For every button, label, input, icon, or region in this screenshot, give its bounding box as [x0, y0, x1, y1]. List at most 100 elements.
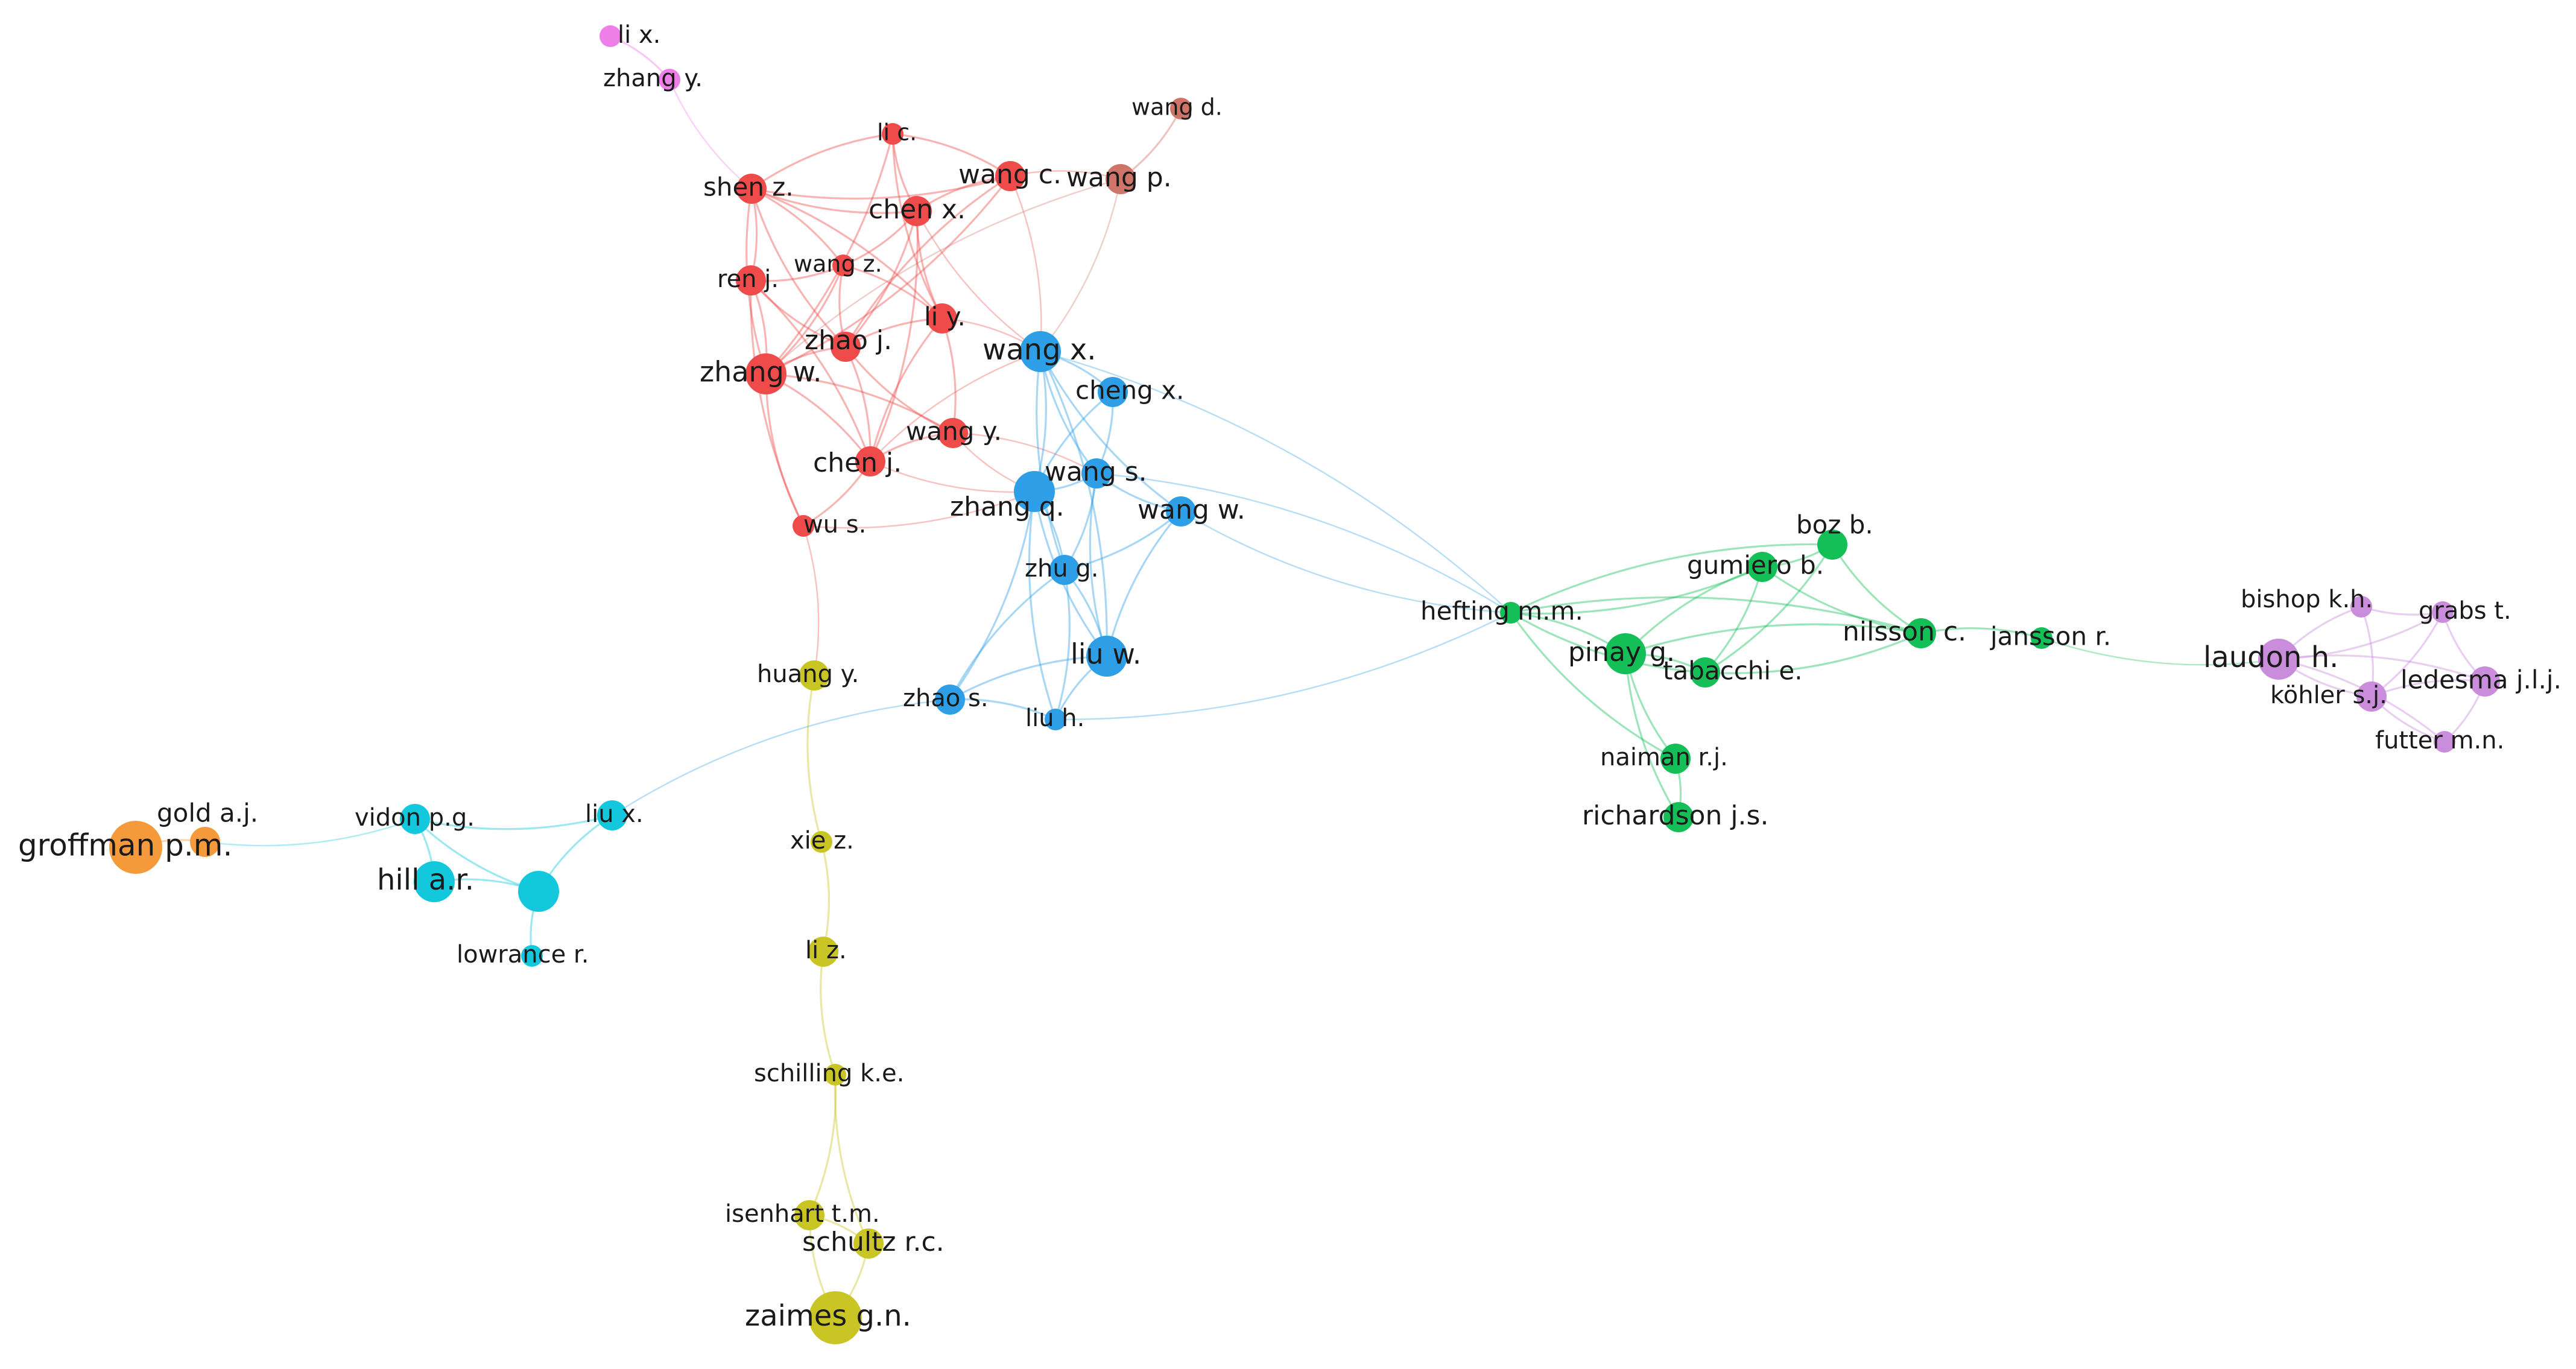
node-label-zaimes-gn: zaimes g.n. [745, 1299, 911, 1333]
node-zhao-j[interactable] [831, 332, 861, 362]
edge-boz_b-tabacchi_e [1704, 543, 1834, 674]
node-label-li-x-pink: li x. [618, 21, 660, 49]
node-li-x-pink[interactable] [600, 25, 621, 47]
node-wang-x[interactable] [1020, 331, 1061, 372]
edge-li_y-wang_y [941, 317, 957, 434]
node-richardson-js[interactable] [1663, 802, 1694, 832]
edge-chen_j-zhang_q [869, 460, 1036, 493]
node-chen-x[interactable] [902, 196, 932, 226]
node-label-xie-z: xie z. [790, 827, 854, 855]
node-lowrance-r[interactable] [521, 945, 543, 967]
node-wu-s[interactable] [793, 515, 814, 537]
node-schultz-rc[interactable] [853, 1228, 884, 1259]
node-label-isenhart-tm: isenhart t.m. [725, 1200, 880, 1228]
edge-liu_h-hefting_mm [1054, 612, 1512, 721]
node-label-jansson-r: jansson r. [1990, 622, 2111, 651]
node-zhang-w[interactable] [745, 353, 786, 394]
node-wang-s[interactable] [1081, 458, 1112, 488]
node-li-z[interactable] [808, 937, 838, 967]
node-boz-b[interactable] [1817, 530, 1847, 560]
edge-shen_z-wang_c [750, 175, 1011, 200]
node-label-lowrance-r: lowrance r. [457, 941, 589, 969]
node-liu-x[interactable] [597, 800, 627, 830]
node-zhang-q[interactable] [1014, 471, 1055, 512]
node-label-boz-b: boz b. [1796, 510, 1873, 540]
node-xie-z[interactable] [811, 831, 832, 853]
node-tabacchi-e[interactable] [1690, 657, 1720, 688]
node-wang-p[interactable] [1106, 164, 1136, 194]
node-shen-z[interactable] [736, 174, 767, 204]
edge-wang_y-wang_s [952, 432, 1098, 475]
node-label-pinay-g: pinay g. [1568, 637, 1675, 668]
node-kohler-sj[interactable] [2356, 681, 2387, 712]
node-label-wang-w: wang w. [1138, 495, 1245, 525]
node-nilsson-c[interactable] [1906, 618, 1936, 648]
edge-schilling_ke-schultz_rc [834, 1073, 870, 1245]
node-wang-c[interactable] [995, 161, 1025, 191]
node-wang-d[interactable] [1170, 98, 1192, 119]
edge-wang_p-zhang_w [765, 178, 1122, 375]
node-li-c[interactable] [882, 123, 903, 145]
node-vidon-pg[interactable] [400, 804, 430, 834]
edge-wang_c-wang_x [1009, 175, 1042, 353]
node-ledesma-jlj[interactable] [2470, 666, 2500, 697]
node-label-laudon-h: laudon h. [2203, 640, 2338, 674]
node-schilling-ke[interactable] [824, 1064, 846, 1086]
node-liu-h[interactable] [1045, 709, 1066, 730]
node-jansson-r[interactable] [2031, 627, 2052, 649]
edge-zhang_y-shen_z [668, 78, 753, 190]
node-cheng-x[interactable] [1098, 377, 1128, 407]
node-label-huang-y: huang y. [757, 660, 859, 688]
edge-xie_z-li_z [820, 841, 831, 953]
node-zhao-s[interactable] [935, 684, 965, 715]
edge-ren_j-chen_j [750, 279, 872, 463]
node-hill-ar[interactable] [414, 861, 455, 902]
node-gold-aj[interactable] [190, 827, 220, 857]
node-futter-mn[interactable] [2434, 731, 2455, 753]
edge-laudon_h-ledesma_jlj [2277, 654, 2486, 683]
node-grabs-t[interactable] [2432, 601, 2454, 623]
node-li-y[interactable] [927, 303, 957, 334]
node-bishop-kh[interactable] [2350, 596, 2372, 618]
node-laudon-h[interactable] [2258, 639, 2299, 680]
node-label-zhu-g: zhu g. [1025, 555, 1099, 583]
edge-hefting_mm-gumiero_b [1510, 566, 1764, 615]
node-label-bishop-kh: bishop k.h. [2241, 586, 2373, 613]
node-ren-j[interactable] [736, 265, 766, 296]
node-label-schultz-rc: schultz r.c. [802, 1227, 945, 1257]
node-wang-y[interactable] [938, 418, 968, 448]
edge-wang_w-liu_w [1106, 510, 1182, 657]
edge-zhang_w-wu_s [765, 373, 805, 527]
node-hefting-mm[interactable] [1500, 602, 1522, 624]
edge-zhu_g-zhao_s [949, 569, 1066, 701]
node-label-chen-j: chen j. [813, 447, 902, 478]
node-label-gumiero-b: gumiero b. [1687, 551, 1824, 580]
node-label-wang-p: wang p. [1066, 162, 1172, 193]
edge-liu_x-vidon_pg [414, 814, 613, 830]
edge-wu_s-huang_y [802, 525, 820, 677]
node-gumiero-b[interactable] [1747, 552, 1777, 582]
edge-wang_s-hefting_mm [1095, 472, 1512, 614]
edge-shen_z-chen_x [750, 188, 918, 214]
node-groffman-pm[interactable] [109, 821, 162, 874]
edge-zhang_q-zhao_s [949, 490, 1036, 701]
node-label-grabs-t: grabs t. [2419, 597, 2511, 625]
node-zhu-g[interactable] [1049, 555, 1080, 585]
node-wang-z[interactable] [832, 255, 854, 276]
node-zaimes-gn[interactable] [809, 1291, 862, 1344]
edges-layer [134, 35, 2486, 1319]
edge-gumiero_b-nilsson_c [1761, 566, 1922, 634]
node-liu-w[interactable] [1086, 636, 1127, 677]
node-isenhart-tm[interactable] [794, 1200, 824, 1230]
node-huang-y[interactable] [799, 660, 829, 691]
node-label-zhao-s: zhao s. [903, 684, 989, 712]
node-label-li-y: li y. [924, 302, 966, 332]
node-label-kohler-sj: köhler s.j. [2270, 681, 2387, 709]
node-zhang-y[interactable] [659, 69, 680, 90]
node-chen-j[interactable] [855, 446, 885, 476]
node-naiman-rj[interactable] [1660, 744, 1691, 774]
node-pinay-g[interactable] [1605, 633, 1646, 674]
node-cyan-big[interactable] [518, 871, 559, 912]
node-wang-w[interactable] [1166, 496, 1196, 526]
edge-li_y-chen_j [869, 317, 943, 463]
